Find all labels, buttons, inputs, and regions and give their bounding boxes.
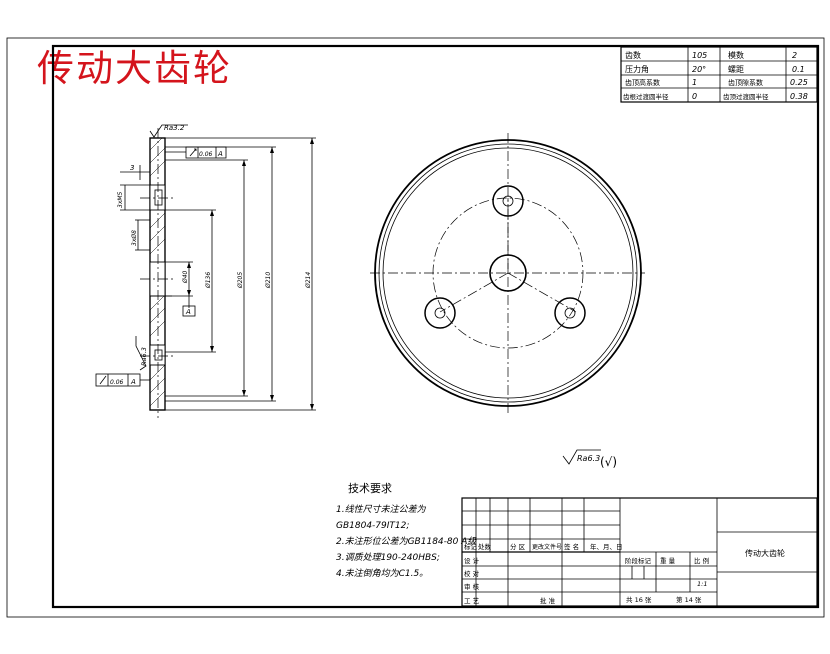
- tb-header-date: 年、月、日: [590, 542, 623, 551]
- param-label2-4: 齿顶过渡圆半径: [723, 92, 769, 101]
- tb-header-docno: 更改文件号: [532, 543, 562, 551]
- datum-box: [182, 305, 196, 317]
- tb-header-zone: 分 区: [510, 542, 526, 551]
- roughness-symbol-side: [135, 336, 147, 371]
- roughness-label-top: Ra3.2: [164, 124, 185, 132]
- tolerance-value-bottom: 0.06: [110, 379, 124, 386]
- tech-item-3: 2.未注形位公差为GB1184-80 A级: [336, 536, 477, 547]
- param-value2-3: 0.25: [790, 78, 808, 87]
- param-value-4: 0: [692, 92, 697, 101]
- tb-row-process: 工 艺: [464, 597, 480, 605]
- param-value2-1: 2: [792, 51, 797, 60]
- drawing-title: 传动大齿轮: [37, 47, 232, 90]
- param-value2-2: 0.1: [792, 65, 805, 74]
- tb-scale-label: 比 例: [694, 556, 709, 565]
- dim-bore: 3xØ8: [131, 230, 138, 246]
- tolerance-frame-top: [185, 146, 227, 159]
- tb-header-count: 处数: [478, 542, 492, 551]
- param-label2-2: 螺距: [728, 64, 744, 74]
- tb-sheets-total: 共 16 张: [626, 595, 652, 604]
- tech-item-1: 1.线性尺寸未注公差为: [336, 504, 427, 515]
- roughness-label-side: Ra6.3: [140, 347, 148, 366]
- tech-heading: 技术要求: [348, 482, 392, 495]
- finish-note-symbol: [562, 449, 601, 465]
- tech-item-4: 3.调质处理190-240HBS;: [336, 552, 440, 563]
- finish-note-value: Ra6.3: [577, 454, 600, 463]
- param-value-2: 20°: [692, 65, 706, 74]
- dim-3: 3: [130, 164, 134, 172]
- param-label-2: 压力角: [625, 64, 649, 74]
- tolerance-value-top: 0.06: [199, 151, 213, 158]
- dim-d40: Ø40: [182, 270, 189, 284]
- tb-header-sign: 签 名: [564, 542, 579, 551]
- tb-stage-label: 阶段标记: [625, 556, 652, 565]
- datum-label: A: [185, 308, 191, 316]
- dim-d214: Ø214: [305, 272, 312, 289]
- param-label2-1: 模数: [728, 50, 744, 60]
- inner-border: [51, 44, 820, 609]
- finish-note-suffix: (√): [600, 455, 617, 469]
- tb-sheet-no: 第 14 张: [676, 595, 702, 604]
- param-label2-3: 齿顶隙系数: [728, 78, 763, 87]
- tb-part-name: 传动大齿轮: [745, 548, 785, 558]
- tech-item-5: 4.未注倒角均为C1.5。: [336, 568, 428, 579]
- datum-ref-top: A: [217, 150, 223, 158]
- title-block: [461, 497, 818, 607]
- tb-header-mark: 标记: [464, 542, 478, 551]
- param-value2-4: 0.38: [790, 92, 808, 101]
- param-label-1: 齿数: [625, 50, 641, 60]
- section-view: [95, 124, 316, 418]
- dim-d210: Ø210: [265, 272, 272, 289]
- dim-d136: Ø136: [205, 272, 212, 289]
- gear-parameter-table: [620, 46, 818, 103]
- tb-weight-label: 重 量: [660, 557, 676, 565]
- param-label-3: 齿顶高系数: [625, 78, 660, 87]
- param-label-4: 齿根过渡圆半径: [623, 92, 669, 101]
- datum-ref-bottom: A: [130, 378, 136, 386]
- tb-row-design: 设 计: [464, 556, 480, 565]
- tech-item-2: GB1804-79IT12;: [336, 521, 409, 531]
- front-view: [370, 133, 645, 413]
- tb-row-check: 校 对: [464, 569, 480, 578]
- param-value-1: 105: [692, 51, 707, 60]
- tb-scale-value: 1:1: [697, 580, 707, 588]
- outer-border: [6, 37, 825, 618]
- tb-row-review: 审 核: [464, 582, 480, 591]
- roughness-symbol-top: [149, 124, 188, 138]
- dim-d205: Ø205: [237, 272, 244, 289]
- dim-keyway: 3xM5: [117, 191, 124, 208]
- tb-approve: 批 准: [540, 596, 556, 605]
- param-value-3: 1: [692, 78, 697, 87]
- tech-requirements: 技术要求 1.线性尺寸未注公差为 GB1804-79IT12; 2.未注形位公差…: [336, 482, 477, 579]
